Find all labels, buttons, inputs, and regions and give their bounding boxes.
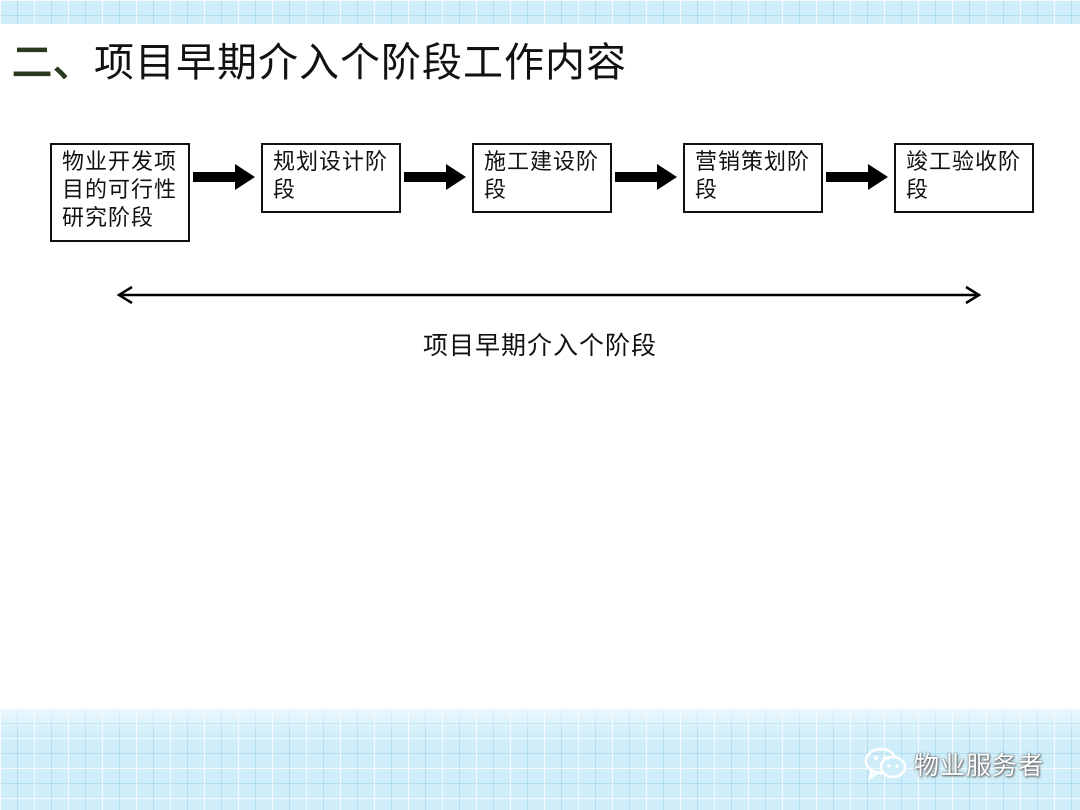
stage-box-construction: 施工建设阶段 — [472, 143, 612, 213]
stage-box-planning-design: 规划设计阶段 — [261, 143, 401, 213]
stage-box-completion-acceptance: 竣工验收阶段 — [894, 143, 1034, 213]
flow-arrow-3 — [615, 164, 677, 190]
stage-box-marketing: 营销策划阶段 — [683, 143, 823, 213]
top-decorative-band — [0, 0, 1080, 24]
flow-arrow-2 — [404, 164, 466, 190]
span-double-arrow — [116, 285, 982, 305]
flow-arrow-4 — [826, 164, 888, 190]
watermark-text: 物业服务者 — [913, 751, 1044, 780]
bottom-decorative-band — [0, 708, 1080, 810]
slide-title: 二、项目早期介入个阶段工作内容 — [12, 30, 627, 88]
span-label: 项目早期介入个阶段 — [422, 331, 657, 360]
title-text: 项目早期介入个阶段工作内容 — [94, 40, 627, 86]
stage-box-feasibility: 物业开发项目的可行性研究阶段 — [50, 143, 190, 242]
wechat-icon — [864, 747, 907, 781]
flow-arrow-1 — [193, 164, 255, 190]
title-number: 二、 — [12, 40, 94, 86]
watermark: 物业服务者 — [864, 746, 1044, 782]
